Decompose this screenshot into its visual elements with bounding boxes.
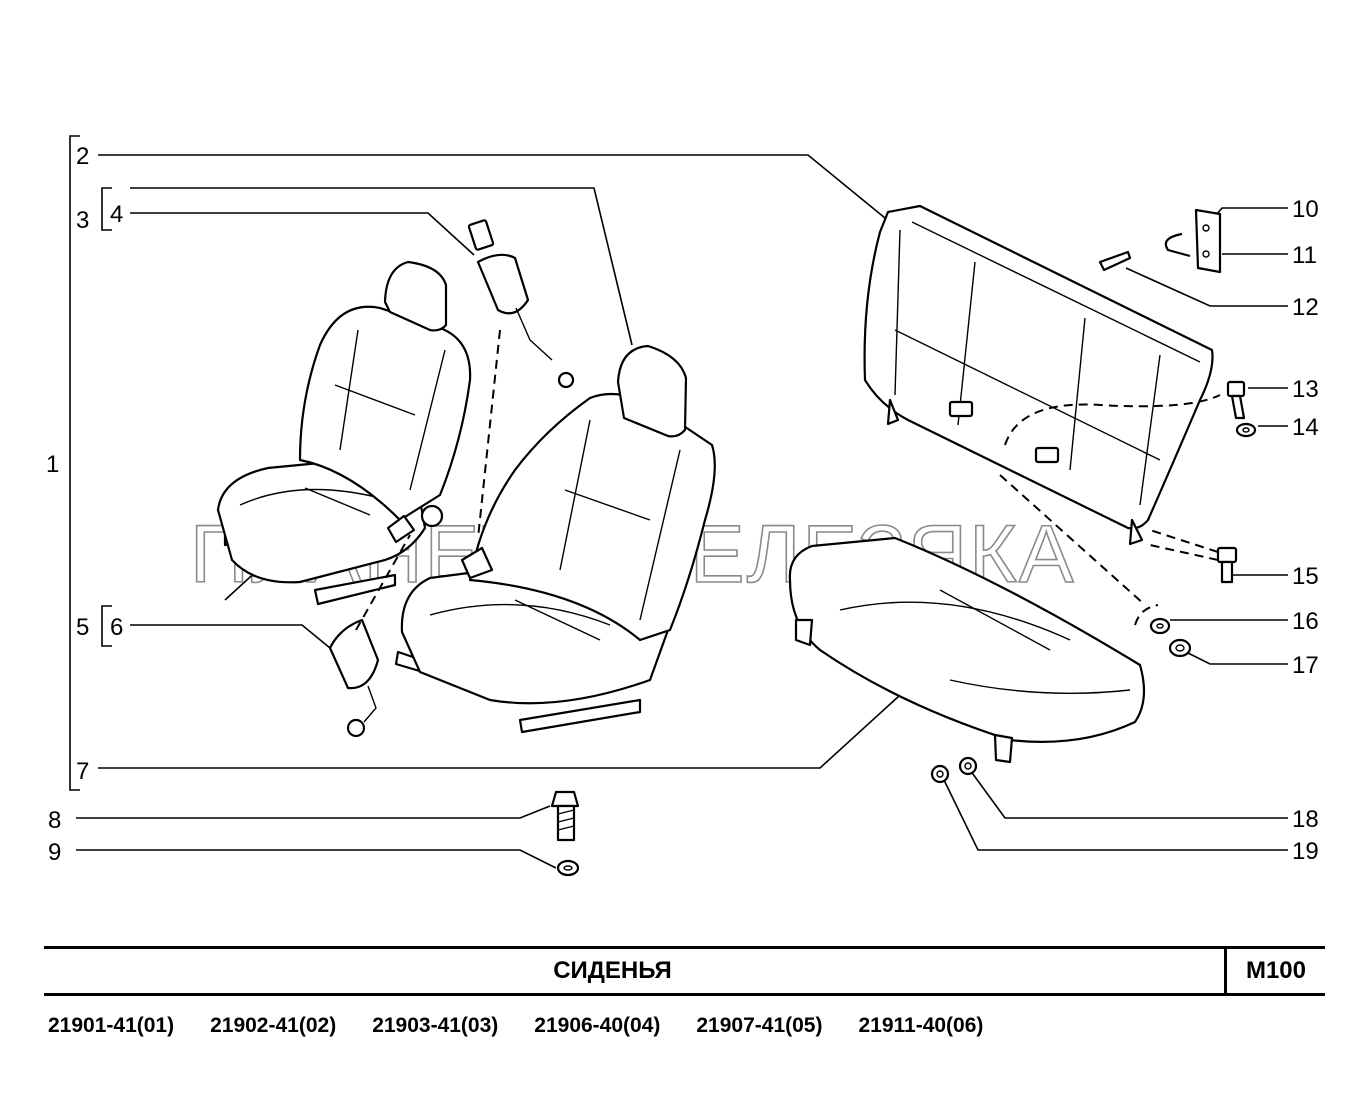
rear-hinge-path	[1004, 394, 1221, 446]
callout-13: 13	[1292, 376, 1319, 403]
callout-17: 17	[1292, 652, 1319, 679]
buckle-4-path	[477, 329, 501, 539]
callout-18: 18	[1292, 806, 1319, 833]
model-code: 21902-41(02)	[210, 1014, 337, 1037]
callout-5: 5	[76, 614, 89, 641]
sheet-code: M100	[1245, 957, 1307, 984]
rear-nut-path	[1134, 604, 1159, 626]
callout-3: 3	[76, 207, 89, 234]
hinge-bracket	[1164, 208, 1222, 274]
parts-diagram: ПЛАНЕТА ЖЕЛЕЗЯКА 1 2 3 4 5 6 7 8 9	[46, 135, 1319, 877]
bolt-13	[1226, 380, 1246, 420]
nut-17	[1168, 638, 1192, 658]
title-block: СИДЕНЬЯ M100	[44, 946, 1325, 996]
screw-12	[1098, 250, 1132, 272]
rear-mount-path	[999, 474, 1146, 606]
washer-16	[1149, 617, 1171, 635]
callout-6: 6	[110, 614, 123, 641]
callout-7: 7	[76, 758, 89, 785]
callout-8: 8	[48, 807, 61, 834]
callout-16: 16	[1292, 608, 1319, 635]
callout-15: 15	[1292, 563, 1319, 590]
seat-belt-buckle-4	[467, 219, 575, 389]
callout-12: 12	[1292, 294, 1319, 321]
front-seat-right	[394, 344, 716, 734]
callout-19: 19	[1292, 838, 1319, 865]
left-brackets	[69, 135, 112, 791]
callout-10: 10	[1292, 196, 1319, 223]
rear-bolt-path-1	[1149, 529, 1219, 553]
model-code: 21911-40(06)	[858, 1014, 984, 1037]
buckle-6-path	[355, 534, 411, 631]
leader-lines	[76, 154, 1288, 869]
callout-2: 2	[76, 143, 89, 170]
sheet-title: СИДЕНЬЯ	[553, 957, 672, 984]
model-code: 21901-41(01)	[48, 1014, 175, 1037]
bolt-8	[550, 790, 580, 842]
callout-9: 9	[48, 839, 61, 866]
nut-19	[930, 764, 950, 784]
model-list: 21901-41(01) 21902-41(02) 21903-41(03) 2…	[48, 1014, 983, 1044]
callout-4: 4	[110, 201, 123, 228]
rear-bolt-path-2	[1149, 544, 1219, 561]
washer-14	[1235, 422, 1257, 438]
title-separator	[1224, 949, 1227, 993]
rear-seat-back	[863, 204, 1214, 546]
front-seat-left	[216, 260, 472, 606]
model-code: 21906-40(04)	[534, 1014, 661, 1037]
callout-labels: 1 2 3 4 5 6 7 8 9 10 11 12 13 14 15 16 1…	[46, 143, 1319, 866]
model-code: 21903-41(03)	[372, 1014, 499, 1037]
callout-1: 1	[46, 451, 59, 478]
callout-11: 11	[1292, 242, 1317, 269]
callout-14: 14	[1292, 414, 1319, 441]
rear-seat-cushion	[788, 536, 1146, 764]
seat-belt-buckle-6	[328, 618, 380, 738]
washer-9	[556, 859, 580, 877]
bolt-15	[1216, 546, 1238, 584]
model-code: 21907-41(05)	[696, 1014, 823, 1037]
washer-18	[958, 756, 978, 776]
